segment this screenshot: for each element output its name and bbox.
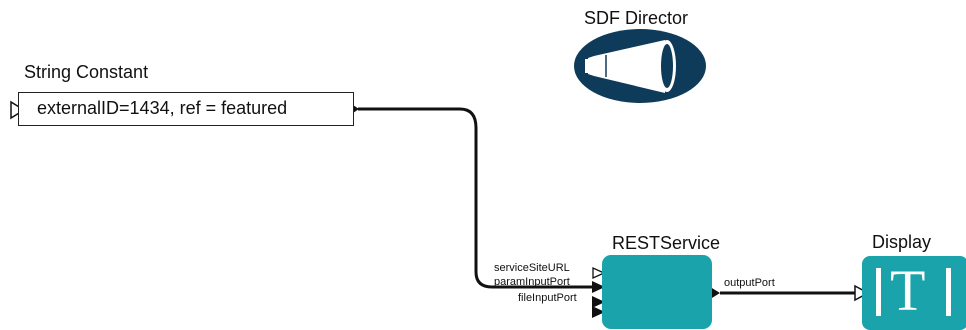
display-input-port-icon[interactable] bbox=[854, 284, 870, 302]
rest-port-serviceSiteURL-icon[interactable] bbox=[592, 266, 606, 280]
rest-port-paramInputPort-icon[interactable] bbox=[592, 281, 605, 293]
director-title: SDF Director bbox=[584, 8, 689, 28]
display-title: Display bbox=[872, 232, 932, 252]
display-actor[interactable]: T bbox=[862, 256, 966, 330]
rest-service-title: RESTService bbox=[612, 233, 721, 253]
port-label-outputPort: outputPort bbox=[724, 277, 775, 289]
string-constant-actor[interactable]: externalID=1434, ref = featured bbox=[18, 92, 354, 126]
rest-port-extra-icon[interactable] bbox=[592, 306, 605, 318]
rest-port-fileInputPort-icon[interactable] bbox=[592, 296, 605, 308]
port-label-paramInputPort: paramInputPort bbox=[494, 276, 570, 288]
display-left-bar bbox=[876, 268, 881, 316]
display-text-icon: T bbox=[890, 258, 926, 323]
connection-wire-constant-to-rest[interactable] bbox=[358, 107, 596, 289]
string-constant-value: externalID=1434, ref = featured bbox=[37, 98, 288, 118]
constant-input-port-icon[interactable] bbox=[10, 100, 26, 120]
port-label-serviceSiteURL: serviceSiteURL bbox=[494, 262, 570, 274]
display-right-bar bbox=[946, 268, 951, 316]
sdf-director-icon[interactable] bbox=[574, 29, 706, 103]
string-constant-title: String Constant bbox=[24, 62, 149, 82]
rest-service-actor[interactable] bbox=[602, 255, 712, 329]
port-label-fileInputPort: fileInputPort bbox=[518, 292, 577, 304]
